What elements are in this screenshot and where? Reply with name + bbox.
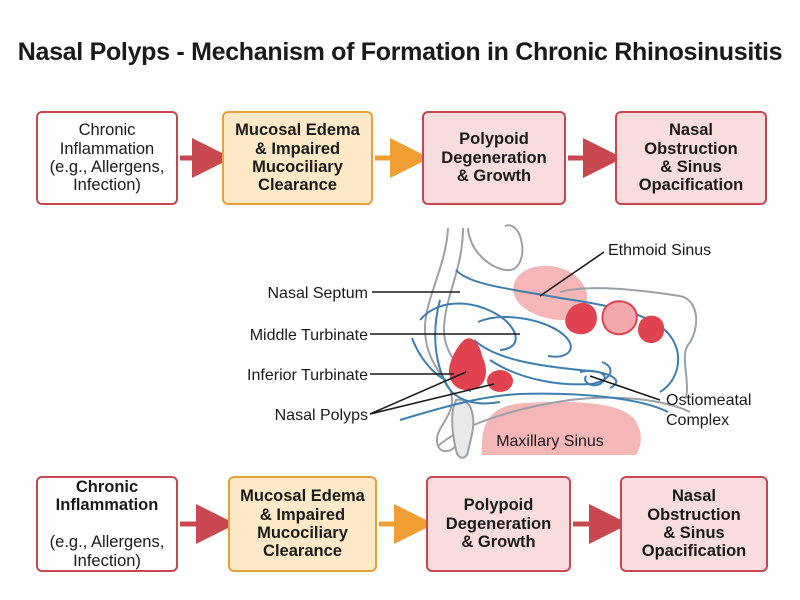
inferior-turbinate (489, 359, 612, 386)
nasal-polyp-small (487, 370, 513, 392)
skull-base-outline (467, 224, 524, 272)
label-middle-turbinate: Middle Turbinate (250, 327, 368, 344)
label-nasal-septum: Nasal Septum (268, 285, 369, 302)
flow-bottom-inflammation-detail: (e.g., Allergens, Infection) (49, 533, 165, 570)
leader-ostiomeatal (589, 375, 661, 401)
flow-top-edema: Mucosal Edema & Impaired Mucociliary Cle… (222, 111, 373, 205)
ethmoid-cell-3 (638, 315, 665, 344)
label-ostiomeatal-line2: Complex (666, 412, 729, 429)
flow-top-inflammation-text: Chronic Inflammation (e.g., Allergens, I… (49, 121, 165, 195)
flow-bottom-obstruction: Nasal Obstruction & Sinus Opacification (620, 476, 768, 572)
flow-top-degeneration-text: Polypoid Degeneration & Growth (441, 130, 547, 186)
soft-palate (451, 398, 475, 459)
flow-bottom-edema: Mucosal Edema & Impaired Mucociliary Cle… (228, 476, 377, 572)
label-nasal-polyps: Nasal Polyps (275, 407, 368, 424)
flow-bottom-degeneration-text: Polypoid Degeneration & Growth (445, 496, 552, 552)
leader-polyps-1 (369, 371, 467, 415)
label-ostiomeatal-line1: Ostiomeatal (666, 392, 751, 409)
flow-top-obstruction: Nasal Obstruction & Sinus Opacification (615, 111, 767, 205)
flow-top-degeneration: Polypoid Degeneration & Growth (422, 111, 566, 205)
flow-bottom-inflammation-title: Chronic Inflammation (55, 477, 159, 515)
flow-bottom-obstruction-text: Nasal Obstruction & Sinus Opacification (641, 487, 747, 561)
flow-bottom-degeneration: Polypoid Degeneration & Growth (426, 476, 571, 572)
flow-top-inflammation: Chronic Inflammation (e.g., Allergens, I… (36, 111, 178, 205)
mucosa-floor (399, 392, 669, 421)
label-maxillary-sinus: Maxillary Sinus (496, 433, 604, 450)
ethmoid-cell-2 (601, 300, 638, 336)
flow-top-obstruction-text: Nasal Obstruction & Sinus Opacification (638, 121, 744, 195)
label-ethmoid-sinus: Ethmoid Sinus (608, 242, 711, 259)
ethmoid-sinus-region (513, 265, 588, 320)
leader-ethmoid (539, 251, 605, 297)
label-inferior-turbinate: Inferior Turbinate (247, 367, 368, 384)
middle-turbinate (477, 316, 572, 358)
leader-polyps-2 (369, 383, 495, 415)
flow-top-edema-text: Mucosal Edema & Impaired Mucociliary Cle… (235, 121, 360, 195)
mucosa-arc-2 (473, 339, 618, 389)
page-title: Nasal Polyps - Mechanism of Formation in… (17, 38, 783, 66)
nasal-polyp-large (448, 338, 486, 391)
mucosa-septum (434, 299, 501, 405)
posterior-bone (559, 287, 698, 399)
flow-bottom-edema-text: Mucosal Edema & Impaired Mucociliary Cle… (240, 487, 365, 561)
mucosa-curl (579, 370, 606, 387)
maxillary-sinus-region (481, 401, 641, 455)
flow-bottom-inflammation: Chronic Inflammation (e.g., Allergens, I… (36, 476, 178, 572)
mucosa-front (411, 337, 447, 381)
ethmoid-cell-1 (565, 303, 597, 335)
